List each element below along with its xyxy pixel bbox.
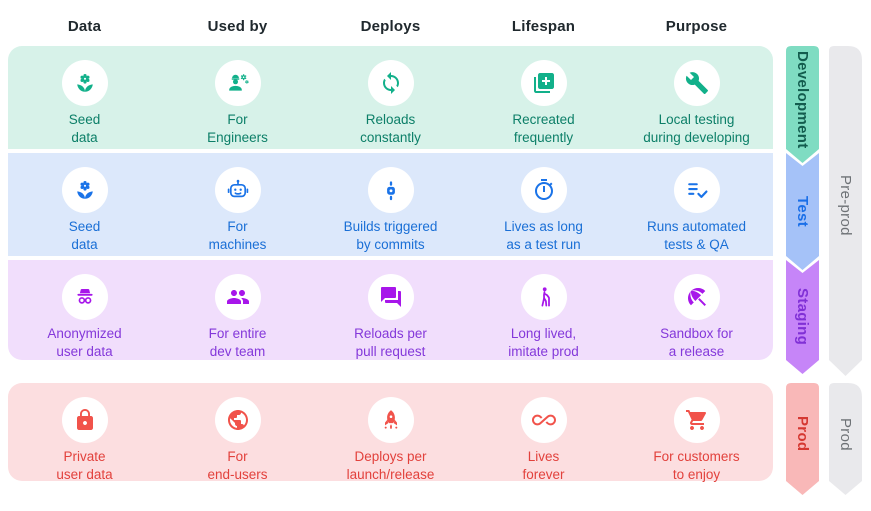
checklist-icon: [673, 167, 720, 213]
cell-development-used-by: For Engineers: [161, 46, 314, 149]
tab-development: Development: [786, 46, 819, 163]
cell-prod-deploys: Deploys per launch/release: [314, 383, 467, 483]
tab-test: Test: [786, 153, 819, 270]
infinity-icon: [520, 397, 567, 443]
seedling-icon: [61, 60, 108, 106]
cell-label: Deploys per launch/release: [346, 449, 435, 482]
cell-label: For entire dev team: [208, 326, 267, 359]
duplicate-add-icon: [520, 60, 567, 106]
cell-development-data: Seed data: [8, 46, 161, 149]
tab-prod: Prod: [786, 383, 819, 495]
cell-label: For end-users: [207, 449, 268, 482]
row-development: Seed data For Engineers Reloads constant…: [8, 46, 773, 149]
tab-label: Pre-prod: [837, 174, 854, 236]
tab-staging: Staging: [786, 260, 819, 374]
group-icon: [214, 274, 261, 320]
row-prod: Private user data For end-users Deploys …: [8, 383, 773, 483]
robot-icon: [214, 167, 261, 213]
cell-label: For machines: [208, 219, 267, 252]
lock-icon: [61, 397, 108, 443]
cell-label: Reloads constantly: [360, 112, 421, 145]
column-header-used-by: Used by: [207, 18, 268, 35]
tab-label: Prod: [837, 417, 854, 451]
forum-icon: [367, 274, 414, 320]
cell-label: Anonymized user data: [47, 326, 122, 359]
cell-label: Private user data: [56, 449, 113, 482]
engineer-icon: [214, 60, 261, 106]
cell-label: Lives forever: [522, 449, 565, 482]
cell-staging-lifespan: Long lived, imitate prod: [467, 260, 620, 360]
cell-test-deploys: Builds triggered by commits: [314, 153, 467, 256]
cell-label: Recreated frequently: [512, 112, 575, 145]
column-header-lifespan: Lifespan: [511, 18, 576, 35]
tab-pre-prod-group: Pre-prod: [829, 46, 862, 376]
cell-development-purpose: Local testing during developing: [620, 46, 773, 149]
elderly-icon: [520, 274, 567, 320]
column-header-data: Data: [67, 18, 102, 35]
tab-label: Test: [794, 196, 811, 227]
cell-label: Long lived, imitate prod: [508, 326, 579, 359]
cell-staging-purpose: Sandbox for a release: [620, 260, 773, 360]
rocket-icon: [367, 397, 414, 443]
cell-label: For Engineers: [207, 112, 268, 145]
sync-icon: [367, 60, 414, 106]
cell-test-data: Seed data: [8, 153, 161, 256]
tab-label: Development: [794, 50, 811, 149]
globe-icon: [214, 397, 261, 443]
cell-development-deploys: Reloads constantly: [314, 46, 467, 149]
cart-icon: [673, 397, 720, 443]
cell-prod-purpose: For customers to enjoy: [620, 383, 773, 483]
cell-label: Sandbox for a release: [660, 326, 733, 359]
cell-prod-lifespan: Lives forever: [467, 383, 620, 483]
cell-test-used-by: For machines: [161, 153, 314, 256]
column-header-purpose: Purpose: [665, 18, 728, 35]
cell-prod-used-by: For end-users: [161, 383, 314, 483]
row-staging: Anonymized user data For entire dev team…: [8, 260, 773, 360]
cell-development-lifespan: Recreated frequently: [467, 46, 620, 149]
cell-label: Lives as long as a test run: [504, 219, 583, 252]
row-test: Seed data For machines Builds triggered …: [8, 153, 773, 256]
cell-label: Runs automated tests & QA: [646, 219, 747, 252]
stopwatch-icon: [520, 167, 567, 213]
beach-umbrella-icon: [673, 274, 720, 320]
commit-icon: [367, 167, 414, 213]
cell-staging-deploys: Reloads per pull request: [314, 260, 467, 360]
column-header-deploys: Deploys: [360, 18, 421, 35]
cell-label: Seed data: [68, 219, 101, 252]
wrench-icon: [673, 60, 720, 106]
cell-label: Builds triggered by commits: [343, 219, 438, 252]
tab-label: Staging: [794, 288, 811, 346]
cell-label: Reloads per pull request: [354, 326, 427, 359]
cell-prod-data: Private user data: [8, 383, 161, 483]
cell-label: Seed data: [68, 112, 101, 145]
cell-label: For customers to enjoy: [653, 449, 740, 482]
cell-test-purpose: Runs automated tests & QA: [620, 153, 773, 256]
seedling-icon: [61, 167, 108, 213]
incognito-icon: [61, 274, 108, 320]
cell-test-lifespan: Lives as long as a test run: [467, 153, 620, 256]
tab-label: Prod: [794, 416, 811, 452]
tab-prod-group: Prod: [829, 383, 862, 495]
cell-staging-data: Anonymized user data: [8, 260, 161, 360]
cell-label: Local testing during developing: [643, 112, 750, 145]
cell-staging-used-by: For entire dev team: [161, 260, 314, 360]
